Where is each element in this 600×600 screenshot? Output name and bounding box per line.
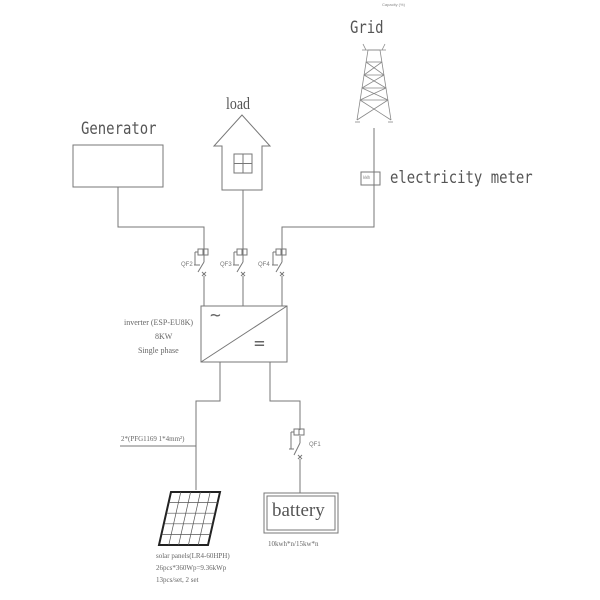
breaker-qf2-label: QF2 xyxy=(181,262,193,268)
ac-symbol: ~ xyxy=(210,305,221,326)
breaker-qf4-label: QF4 xyxy=(258,262,270,268)
grid-tower-icon xyxy=(355,43,393,123)
dc-symbol: = xyxy=(254,333,265,354)
meter-wire xyxy=(281,195,375,256)
meter-box-text: kWh xyxy=(363,175,371,180)
inverter-phase-label: Single phase xyxy=(138,346,179,355)
load-label: load xyxy=(226,94,251,113)
solar-capacity-label: 26pcs*360Wp=9.36kWp xyxy=(156,564,227,572)
breaker-qf1 xyxy=(289,428,305,493)
grid-label: Grid xyxy=(350,18,384,38)
battery-spec: 10kwh*n/15kw*n xyxy=(268,540,319,548)
battery-wire xyxy=(269,362,301,430)
breaker-qf3 xyxy=(233,248,248,306)
cable-label: 2*(PFG1169 1*4mm²) xyxy=(121,435,185,443)
inverter-box xyxy=(200,305,288,363)
generator-box xyxy=(72,144,164,188)
generator-wire xyxy=(117,187,205,256)
meter-box xyxy=(360,171,381,186)
header-caption: Capacity (%) xyxy=(382,2,405,7)
load-house-icon xyxy=(212,114,272,191)
breaker-qf2 xyxy=(194,248,209,306)
inverter-diagonal xyxy=(200,305,288,363)
solar-model-label: solar panels(LR4-60HPH) xyxy=(156,552,230,560)
inverter-power-label: 8KW xyxy=(155,332,173,341)
breaker-qf4 xyxy=(272,248,287,306)
pv-wire xyxy=(195,362,221,490)
battery-label: battery xyxy=(272,500,325,521)
generator-label: Generator xyxy=(81,119,157,139)
battery-box-inner xyxy=(266,495,336,531)
battery-box-outer xyxy=(263,492,339,534)
solar-panel-icon xyxy=(157,491,222,546)
inverter-model-label: inverter (ESP-EU8K) xyxy=(124,318,194,327)
solar-sets-label: 13pcs/set, 2 set xyxy=(156,576,199,584)
breaker-qf3-label: QF3 xyxy=(220,262,232,268)
meter-label: electricity meter xyxy=(390,168,533,188)
breaker-qf1-label: QF1 xyxy=(309,442,321,448)
